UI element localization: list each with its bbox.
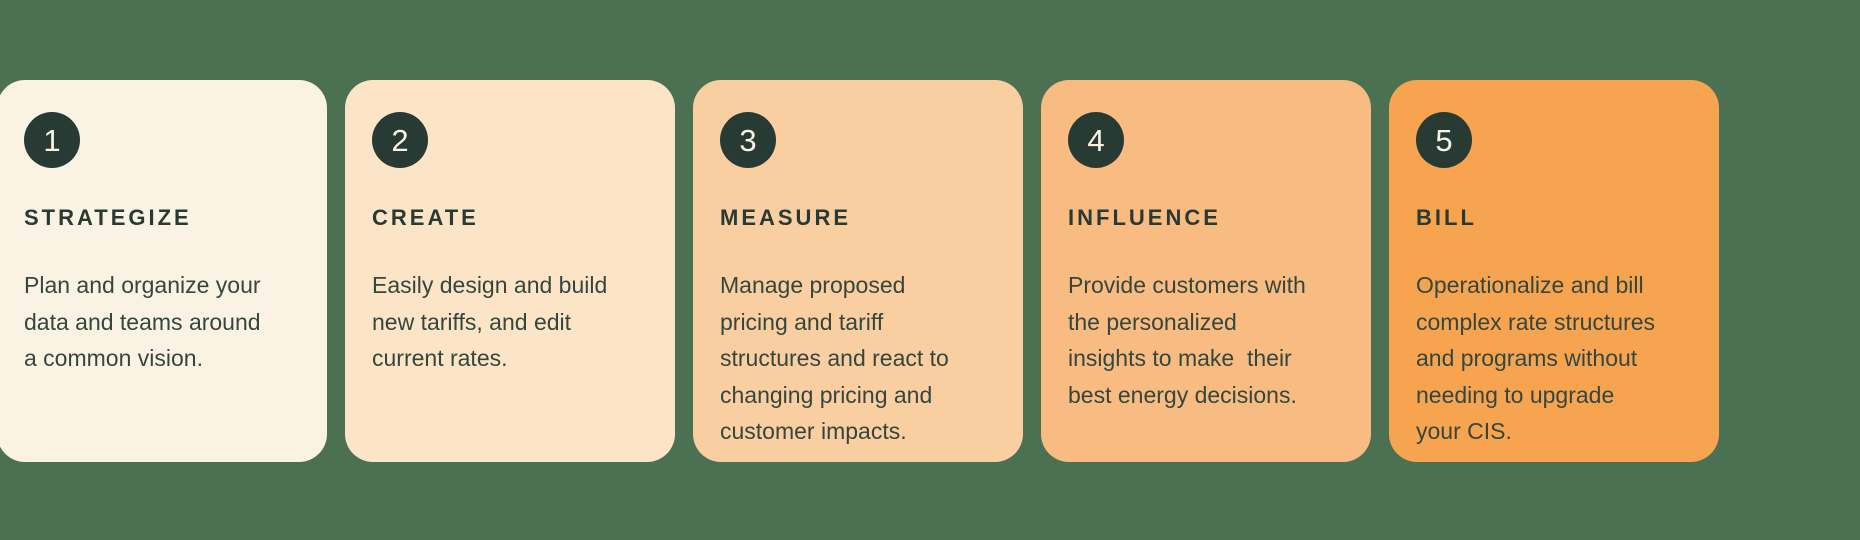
step-title: INFLUENCE [1068, 205, 1221, 230]
step-title: MEASURE [720, 205, 852, 230]
step-description: Manage proposed pricing and tariff struc… [720, 272, 949, 444]
step-number-badge: 5 [1416, 112, 1472, 168]
step-number: 2 [391, 122, 409, 158]
step-number: 1 [43, 122, 61, 158]
step-description: Provide customers with the personalized … [1068, 272, 1306, 408]
step-card-bill: 5 BILL Operationalize and bill complex r… [1389, 80, 1719, 462]
step-card-measure: 3 MEASURE Manage proposed pricing and ta… [693, 80, 1023, 462]
step-card-create: 2 CREATE Easily design and build new tar… [345, 80, 675, 462]
step-number-badge: 4 [1068, 112, 1124, 168]
step-number-badge: 1 [24, 112, 80, 168]
step-number: 3 [739, 122, 757, 158]
step-number: 5 [1435, 122, 1453, 158]
step-title: BILL [1416, 205, 1477, 230]
step-number-badge: 3 [720, 112, 776, 168]
step-title: STRATEGIZE [24, 205, 192, 230]
step-description: Easily design and build new tariffs, and… [372, 272, 608, 371]
step-card-influence: 4 INFLUENCE Provide customers with the p… [1041, 80, 1371, 462]
step-number: 4 [1087, 122, 1105, 158]
step-title: CREATE [372, 205, 479, 230]
step-number-badge: 2 [372, 112, 428, 168]
step-description: Plan and organize your data and teams ar… [24, 272, 261, 371]
step-card-strategize: 1 STRATEGIZE Plan and organize your data… [0, 80, 327, 462]
steps-row: 1 STRATEGIZE Plan and organize your data… [0, 80, 1719, 462]
step-description: Operationalize and bill complex rate str… [1416, 272, 1656, 444]
